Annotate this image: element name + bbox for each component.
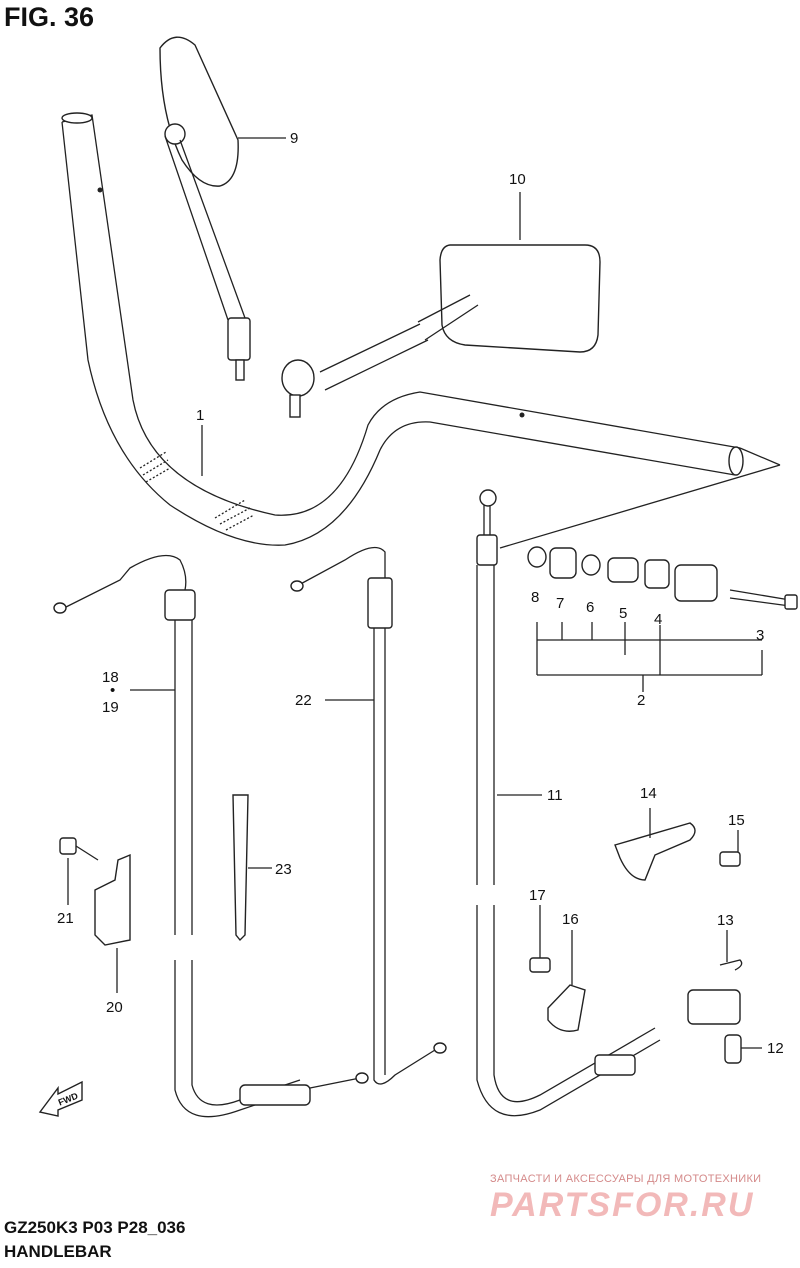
throttle-cable[interactable]	[53, 554, 369, 1118]
callout-13: 13	[717, 912, 734, 929]
callout-5: 5	[619, 605, 627, 622]
watermark-tagline: ЗАПЧАСТИ И АКСЕССУАРЫ ДЛЯ МОТОТЕХНИКИ	[490, 1173, 762, 1185]
fwd-arrow: FWD	[38, 1080, 83, 1117]
callout-labels: 1 2 3 4 5 6 7 8 9 10 11 12 13 14 15 16 1…	[57, 130, 784, 1057]
callout-1: 1	[196, 407, 204, 424]
callout-14: 14	[640, 785, 657, 802]
callout-10: 10	[509, 171, 526, 188]
callout-22: 22	[295, 692, 312, 709]
callout-15: 15	[728, 812, 745, 829]
callout-11: 11	[547, 787, 563, 804]
callout-21: 21	[57, 910, 74, 927]
clutch-cable[interactable]	[476, 489, 741, 1117]
callout-16: 16	[562, 911, 579, 928]
section-name: HANDLEBAR	[4, 1242, 112, 1261]
callout-2: 2	[637, 692, 645, 709]
callout-17: 17	[529, 887, 546, 904]
switch-assembly[interactable]	[527, 546, 798, 610]
figure-title: FIG. 36	[4, 2, 95, 32]
callout-18-19-separator: •	[110, 682, 115, 699]
callout-7: 7	[556, 595, 564, 612]
callout-18: 18	[102, 669, 119, 686]
leader-lines	[67, 137, 781, 1049]
callout-6: 6	[586, 599, 594, 616]
left-mirror[interactable]	[159, 36, 251, 381]
callout-20: 20	[106, 999, 123, 1016]
callout-3: 3	[756, 627, 764, 644]
callout-23: 23	[275, 861, 292, 878]
callout-12: 12	[767, 1040, 784, 1057]
callout-19: 19	[102, 699, 119, 716]
watermark-brand: PARTSFOR.RU	[490, 1186, 755, 1224]
model-code: GZ250K3 P03 P28_036	[4, 1218, 186, 1237]
handlebar[interactable]	[61, 112, 744, 546]
right-mirror[interactable]	[281, 244, 601, 418]
callout-8: 8	[531, 589, 539, 606]
return-cable[interactable]	[290, 546, 447, 1085]
callout-4: 4	[654, 611, 662, 628]
callout-9: 9	[290, 130, 298, 147]
small-parts[interactable]	[59, 794, 743, 1064]
